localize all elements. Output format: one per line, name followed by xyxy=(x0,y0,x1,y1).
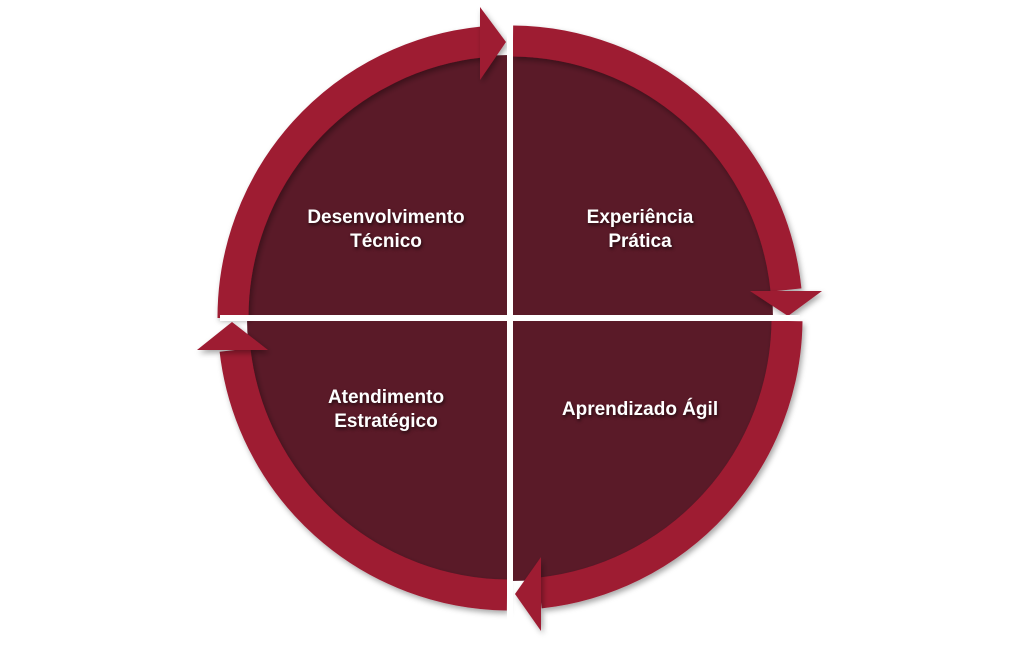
arrow-down-icon xyxy=(750,291,822,316)
label-line: Atendimento xyxy=(327,387,445,408)
label-line: Técnico xyxy=(350,231,422,252)
arrow-right-icon xyxy=(480,7,506,80)
label-line: Estratégico xyxy=(334,411,438,432)
label-line: Desenvolvimento xyxy=(307,207,465,228)
arrow-up-icon xyxy=(197,322,268,350)
divider-horizontal xyxy=(220,315,800,321)
arc-bottom-right xyxy=(538,320,803,609)
arc-bottom-left xyxy=(219,348,508,611)
label-line: Prática xyxy=(608,231,672,252)
arrow-left-icon xyxy=(515,557,541,631)
label-line: Experiência xyxy=(586,207,694,228)
quadrant-label-bottom-right: Aprendizado Ágil xyxy=(520,398,760,422)
label-line: Aprendizado Ágil xyxy=(561,399,719,420)
arc-top-left xyxy=(217,26,484,319)
arc-top-right xyxy=(512,25,802,292)
